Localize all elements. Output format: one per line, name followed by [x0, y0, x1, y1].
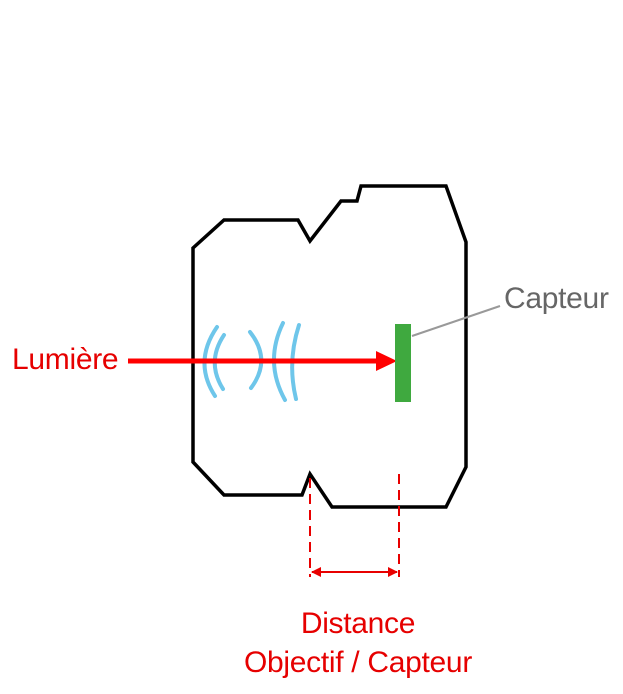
light-arrow: [128, 351, 397, 371]
sensor-bar: [395, 324, 411, 402]
light-arrowhead: [376, 351, 397, 371]
sensor-label: Capteur: [504, 282, 609, 315]
light-label: Lumière: [12, 343, 119, 376]
distance-label-line2: Objectif / Capteur: [243, 646, 473, 679]
distance-label-line1: Distance: [300, 607, 416, 640]
camera-body-outline: [191, 184, 468, 509]
sensor-leader-line: [411, 305, 501, 337]
distance-dimension: [309, 474, 400, 577]
